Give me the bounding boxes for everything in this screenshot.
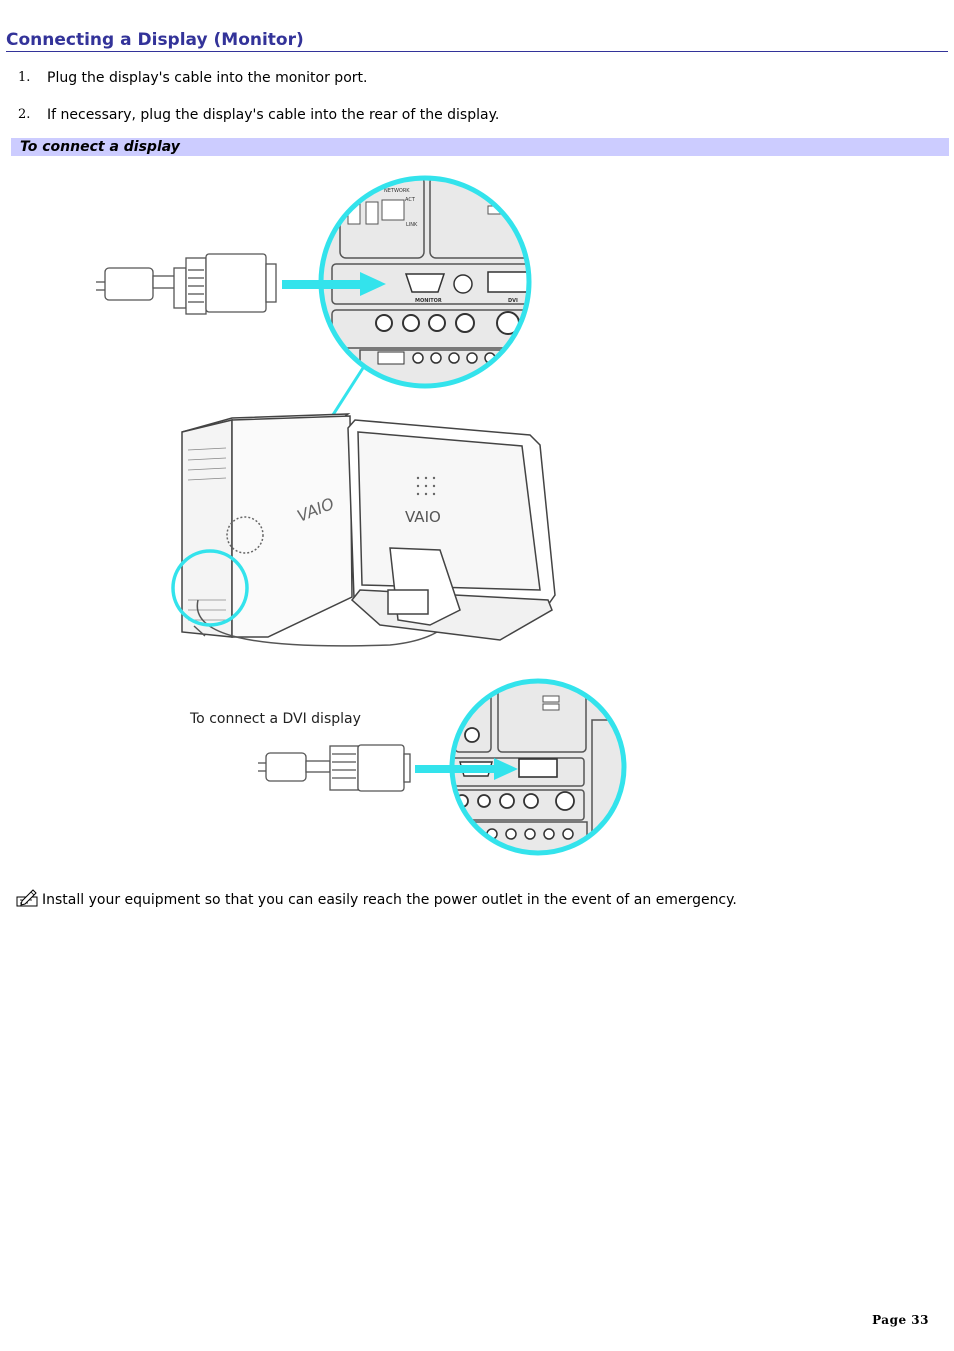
- step-text: If necessary, plug the display's cable i…: [47, 107, 500, 123]
- port-highlight-circle: [171, 549, 249, 627]
- act-label: ACT: [405, 197, 416, 203]
- vaio-display: VAIO: [347, 419, 556, 641]
- insertion-arrow-dvi: [415, 758, 518, 780]
- page-title: Connecting a Display (Monitor): [6, 30, 948, 52]
- step-number: 2.: [18, 107, 31, 122]
- step-text: Plug the display's cable into the monito…: [47, 70, 368, 86]
- insertion-arrow-vga: [282, 272, 386, 296]
- monitor-label: MONITOR: [415, 298, 442, 304]
- figure-caption-bar: To connect a display: [11, 138, 949, 156]
- display-brand: VAIO: [405, 508, 441, 526]
- dvi-subtitle: To connect a DVI display: [189, 711, 361, 727]
- dvi-connector: [258, 744, 411, 792]
- pen-note-icon: [16, 889, 38, 907]
- note-text: Install your equipment so that you can e…: [42, 892, 737, 908]
- figure-caption: To connect a display: [20, 139, 180, 155]
- note: Install your equipment so that you can e…: [16, 889, 737, 910]
- connection-illustration: NETWORK ACT LINK MONITOR DVI: [96, 175, 627, 856]
- page-number: Page 33: [872, 1313, 929, 1327]
- network-label: NETWORK: [384, 188, 410, 194]
- link-label: LINK: [406, 222, 418, 228]
- dvi-label: DVI: [508, 298, 518, 304]
- step-number: 1.: [18, 70, 31, 85]
- vaio-tower: VAIO: [181, 413, 353, 638]
- vga-connector: [96, 253, 277, 315]
- top-zoom-callout: NETWORK ACT LINK MONITOR DVI: [318, 175, 532, 389]
